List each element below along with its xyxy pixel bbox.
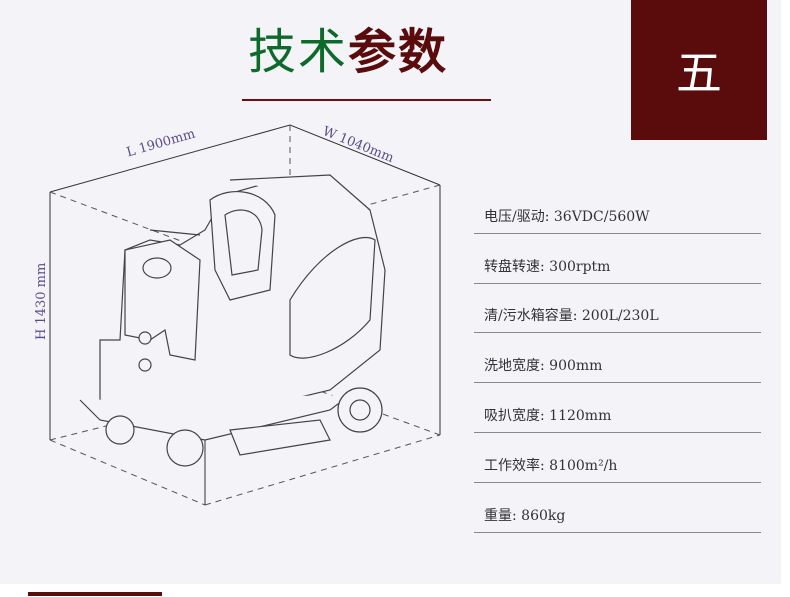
title-light: 技术 xyxy=(248,24,349,80)
spec-squeegee-width: 吸扒宽度: 1120mm xyxy=(474,383,761,433)
spec-list: 电压/驱动: 36VDC/560W 转盘转速: 300rptm 清/污水箱容量:… xyxy=(474,184,761,533)
bottom-accent-bar xyxy=(28,592,162,596)
spec-efficiency: 工作效率: 8100m²/h xyxy=(474,433,761,483)
spec-weight: 重量: 860kg xyxy=(474,483,761,533)
section-number-badge: 五 xyxy=(631,0,767,140)
page-title: 技术参数 xyxy=(248,22,448,82)
title-underline xyxy=(242,99,491,101)
height-dimension: H 1430 mm xyxy=(34,262,49,340)
spec-cleaning-width: 洗地宽度: 900mm xyxy=(474,333,761,384)
spec-voltage: 电压/驱动: 36VDC/560W xyxy=(474,184,761,234)
spec-brush-speed: 转盘转速: 300rptm xyxy=(474,234,761,284)
spec-tank-capacity: 清/污水箱容量: 200L/230L xyxy=(474,284,761,334)
title-bold: 参数 xyxy=(348,24,449,80)
